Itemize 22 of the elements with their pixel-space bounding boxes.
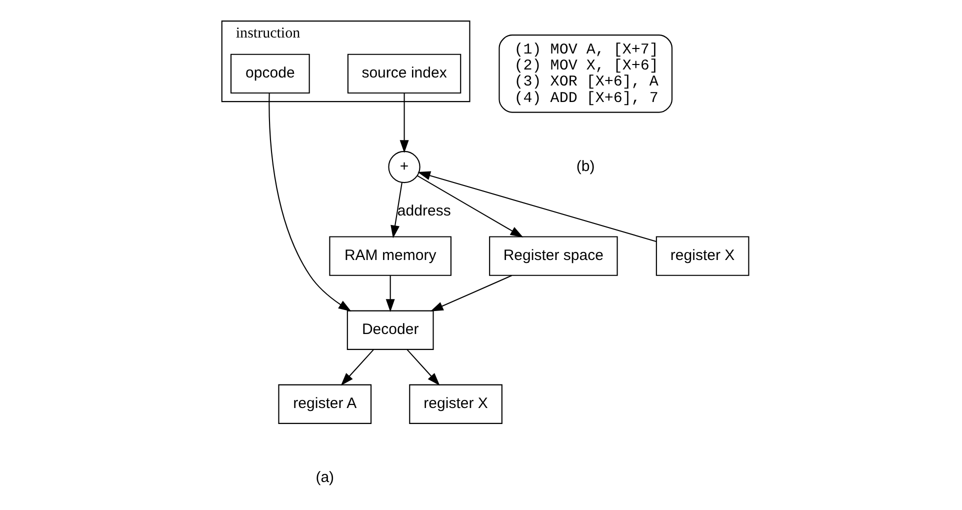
arrow — [418, 171, 656, 242]
arrow — [400, 93, 409, 154]
node-box: Register space — [489, 236, 618, 276]
node-box: RAM memory — [329, 236, 452, 276]
arrow — [430, 274, 512, 312]
node-circle: + — [388, 150, 420, 184]
node-box: (1) MOV A, [X+7] (2) MOV X, [X+6] (3) XOR [X+6], A (4) ADD [X+6], 7 — [498, 34, 673, 113]
arrow — [417, 175, 524, 238]
arrow — [386, 276, 395, 312]
edge-label: address — [397, 202, 451, 220]
node-box: register A — [278, 384, 372, 424]
arrow — [340, 349, 374, 386]
arrow — [406, 349, 440, 386]
node-box: source index — [347, 54, 462, 94]
node-box: Decoder — [346, 310, 434, 350]
arrow — [390, 182, 402, 238]
node-box: register X — [409, 384, 502, 424]
label: (b) — [576, 158, 595, 175]
label: (a) — [316, 469, 334, 486]
node-box: register X — [656, 236, 750, 276]
node-box: opcode — [230, 54, 310, 94]
arrow — [268, 93, 352, 312]
